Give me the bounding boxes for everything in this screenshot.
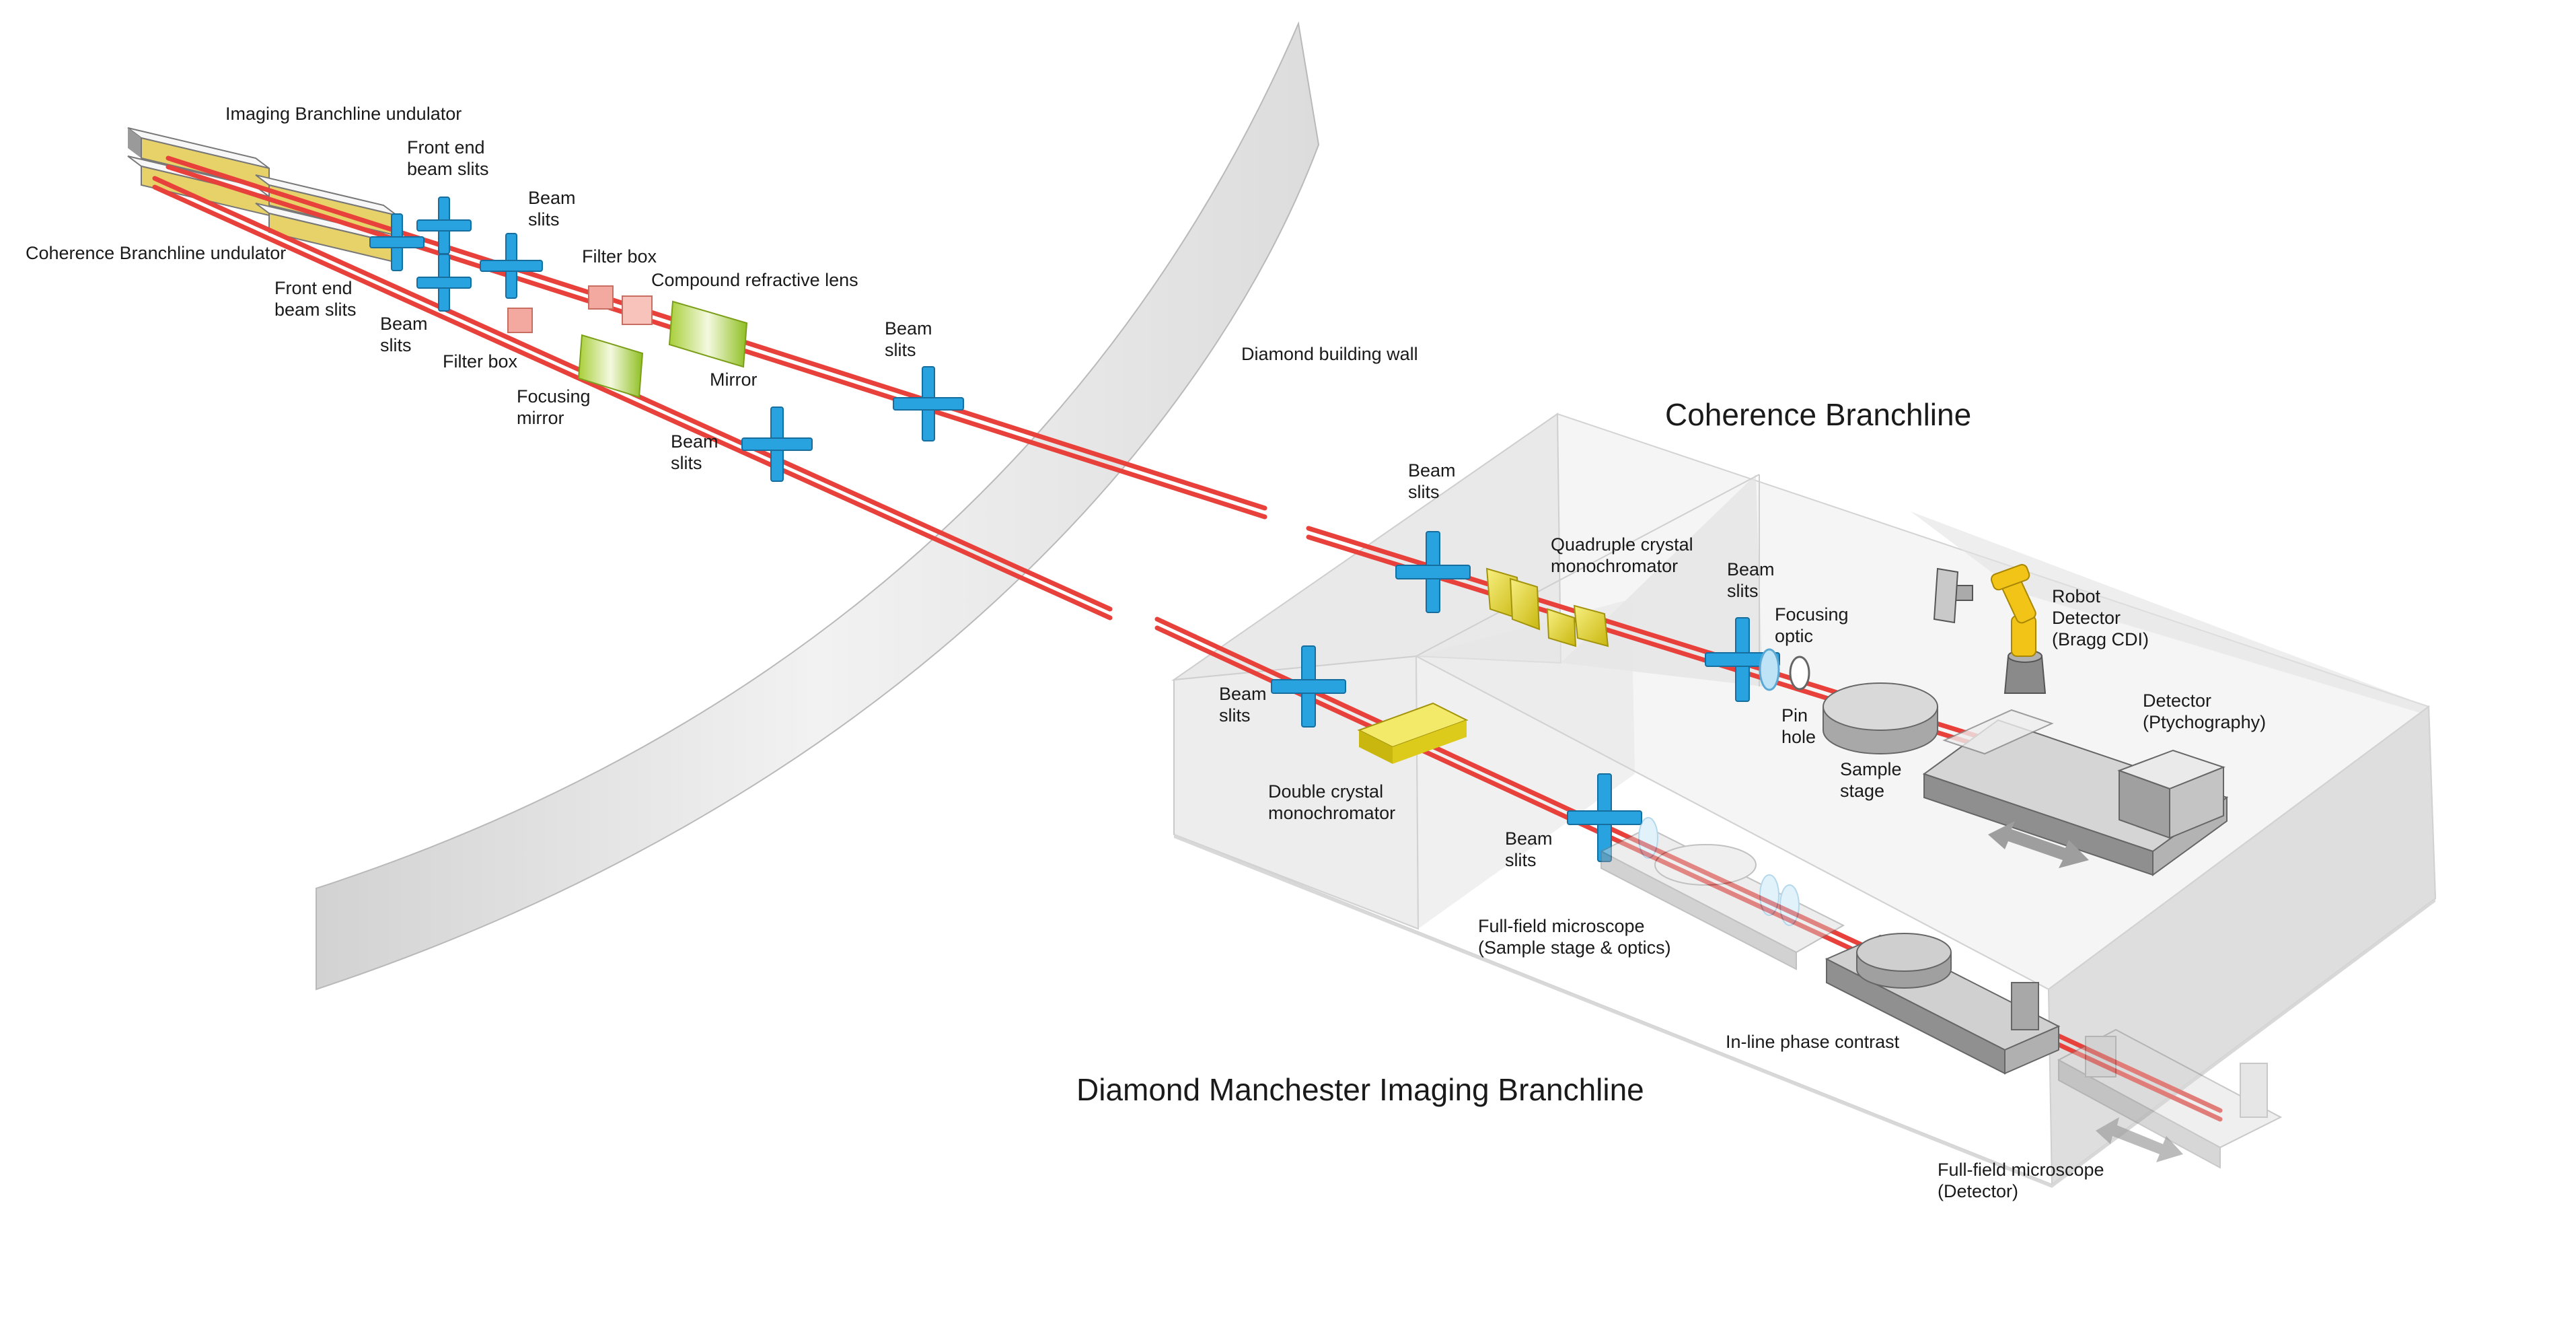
label-mirror: Mirror [710, 369, 757, 390]
label-compound-refractive-lens: Compound refractive lens [651, 270, 858, 290]
focusing-optic [1759, 648, 1780, 691]
slits-beam-2 [893, 366, 964, 441]
quadruple-crystal-monochromator [1485, 567, 1609, 647]
label-inline-phase-contrast: In-line phase contrast [1726, 1032, 1900, 1052]
slits-front-end-2 [416, 197, 472, 254]
detector-motion-arrow [1988, 821, 2089, 868]
filter-box-coherence [588, 285, 653, 325]
full-field-sample-stage [1599, 817, 1845, 970]
focusing-mirror [577, 334, 644, 398]
label-diamond-wall: Diamond building wall [1241, 344, 1418, 364]
label-filter-box-top: Filter box [582, 246, 657, 267]
slits-beam-3 [741, 406, 813, 482]
full-field-motion-arrow [2096, 1117, 2183, 1162]
title-coherence-branchline: Coherence Branchline [1665, 397, 1971, 432]
label-full-field-detector: Full-field microscope(Detector) [1938, 1160, 2104, 1201]
slits-front-end-1 [369, 213, 425, 271]
filter-box-imaging [507, 308, 533, 333]
experimental-hutch [1171, 413, 2437, 1188]
ptychography-detector [1922, 709, 2229, 876]
imaging-undulator [127, 127, 270, 217]
label-imaging-undulator: Imaging Branchline undulator [225, 104, 462, 124]
slits-beam-7 [1567, 773, 1642, 862]
double-crystal-monochromator [1357, 702, 1469, 764]
slits-front-end-3 [416, 254, 472, 312]
building-wall [316, 21, 1320, 991]
slits-beam-5 [1271, 645, 1346, 728]
robot-detector [1933, 564, 2047, 694]
label-coherence-undulator: Coherence Branchline undulator [26, 243, 286, 263]
slits-beam-4 [1395, 531, 1471, 613]
full-field-detector-stage [2057, 1028, 2283, 1169]
title-imaging-branchline: Diamond Manchester Imaging Branchline [1076, 1072, 1644, 1107]
label-full-field-sample: Full-field microscope(Sample stage & opt… [1478, 916, 1671, 958]
inline-phase-contrast-stage [1825, 933, 2061, 1075]
label-filter-box-bottom: Filter box [443, 351, 518, 372]
slits-beam-1 [480, 233, 543, 299]
label-ptychography-detector: Detector(Ptychography) [2143, 691, 2266, 732]
mirror [668, 300, 748, 368]
coherence-sample-stage [1823, 682, 1938, 754]
pin-hole [1789, 656, 1810, 691]
